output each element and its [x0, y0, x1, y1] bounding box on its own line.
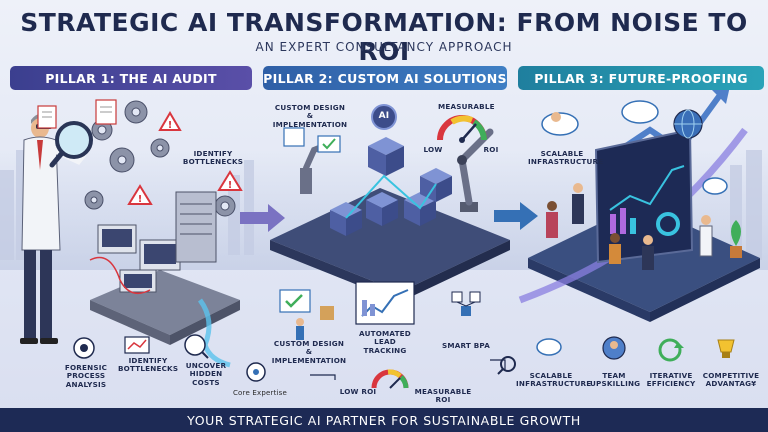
cloud-icon — [541, 100, 728, 195]
analytics-monitor — [594, 128, 694, 264]
magnifying-glass-icon — [49, 121, 93, 168]
arrow-to-pillar-3 — [494, 202, 538, 230]
iterative-efficiency-label: ITERATIVE EFFICIENCY — [646, 371, 696, 389]
plant-icon — [730, 220, 742, 258]
roi-gauge-bottom-icon — [371, 369, 409, 389]
svg-text:!: ! — [228, 180, 233, 191]
automated-lead-tracking-label: AUTOMATED LEAD TRACKING — [359, 329, 411, 355]
custom-design-bottom-label: CUSTOM DESIGN & IMPLEMENTATION — [271, 339, 347, 365]
smart-bpa-icon — [451, 291, 481, 316]
custom-design-top-label: CUSTOM DESIGN & IMPLEMENTATION — [272, 103, 348, 129]
identify-bottlenecks-bottom-label: IDENTIFY BOTTLENECKS — [118, 356, 179, 374]
roi-label: ROI — [483, 145, 499, 154]
measurable-label: MEASURABLE — [438, 102, 495, 111]
magnifying-glass-small-icon — [497, 356, 516, 375]
arrow-to-pillar-2 — [240, 204, 285, 232]
identify-bottlenecks-top-label: IDENTIFY BOTTLENECKS — [182, 149, 244, 167]
pillar-2-header: PILLAR 2: CUSTOM AI SOLUTIONS — [263, 66, 507, 90]
footer-banner: YOUR STRATEGIC AI PARTNER FOR SUSTAINABL… — [0, 408, 768, 432]
low-label: LOW — [423, 145, 443, 154]
globe-icon — [673, 109, 703, 139]
lead-tracking-dashboard — [355, 281, 415, 325]
page-title: STRATEGIC AI TRANSFORMATION: FROM NOISE … — [20, 8, 748, 66]
vr-headset-person-icon — [551, 112, 561, 122]
uncover-hidden-costs-label: UNCOVER HIDDEN COSTS — [185, 361, 227, 387]
presenter-with-checklist — [279, 289, 334, 340]
svg-text:!: ! — [168, 120, 173, 131]
forensic-process-analysis-label: FORENSIC PROCESS ANALYSIS — [64, 363, 108, 389]
scalable-infrastructure-top-label: SCALABLE INFRASTRUCTURE — [528, 149, 604, 167]
svg-text:!: ! — [138, 194, 143, 205]
measurable-roi-label: MEASURABLE ROI — [414, 387, 472, 405]
gears-icon — [84, 100, 236, 217]
team-upskilling-label: TEAM UPSKILLING — [590, 371, 641, 389]
warning-triangle-icon: ! ! ! — [127, 111, 243, 205]
core-expertise-label: Core Expertise — [232, 389, 288, 397]
ai-cube-blocks — [330, 137, 452, 236]
team-people — [546, 183, 713, 270]
smart-bpa-label: SMART BPA — [442, 341, 490, 350]
low-roi-label: LOW ROI — [339, 387, 377, 396]
tangled-wires — [89, 256, 151, 295]
scalable-infrastructure-bottom-label: SCALABLE INFRASTRUCTURE — [516, 371, 592, 389]
document-icon — [37, 99, 117, 129]
competitive-advantage-label: COMPETITIVE ADVANTAG¥ — [702, 371, 760, 389]
audit-bottom-icons — [73, 334, 266, 382]
pillar-3-header: PILLAR 3: FUTURE-PROOFING — [518, 66, 764, 90]
flow-arrow — [310, 374, 336, 380]
pillar-1-header: PILLAR 1: THE AI AUDIT — [10, 66, 252, 90]
roi-gauge-icon — [437, 115, 487, 143]
flow-arrow — [490, 359, 506, 370]
page-subtitle: AN EXPERT CONSULTANCY APPROACH — [255, 40, 513, 54]
ai-badge-label: AI — [378, 111, 390, 121]
design-screen-icon — [283, 127, 341, 153]
server-rack-pile — [90, 191, 240, 368]
ai-badge-icon — [371, 104, 397, 130]
future-bottom-icons — [536, 336, 735, 362]
